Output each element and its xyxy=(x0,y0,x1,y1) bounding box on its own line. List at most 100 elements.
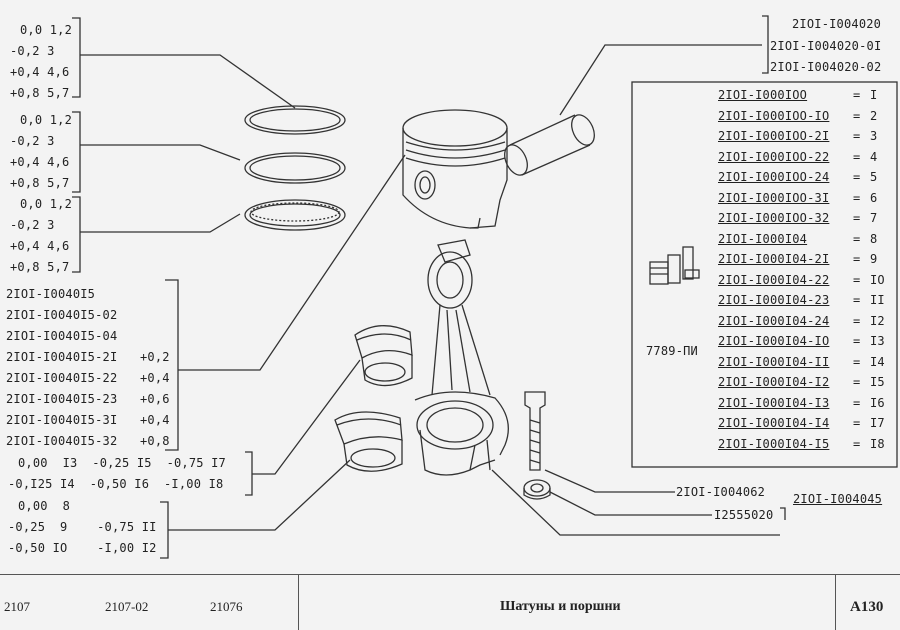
rod-bolt xyxy=(524,391,546,471)
kit-part-number: 2IOI-I000IOO-24 xyxy=(718,170,830,184)
ring-bracket-3 xyxy=(72,196,81,273)
bearing-size-row: -0,25 9 -0,75 II xyxy=(8,520,157,534)
bearing-size-row: -0,50 IO -I,00 I2 xyxy=(8,541,157,555)
piston-part-number: 2IOI-I0040I5-23 xyxy=(6,392,118,406)
ring-size-text: -0,2 3 xyxy=(10,218,55,232)
kit-part-number: 2IOI-I000I04-2I xyxy=(718,252,830,266)
kit-equals-sign: = xyxy=(853,293,861,307)
kit-equals-sign: = xyxy=(853,252,861,266)
ring-size-text: +0,4 4,6 xyxy=(10,65,70,79)
kit-item-number: I8 xyxy=(870,436,885,451)
kit-equals-sign: = xyxy=(853,88,861,102)
kit-item-number: I6 xyxy=(870,395,885,410)
connecting-rod xyxy=(414,239,509,476)
kit-part-number: 2IOI-I000IOO-3I xyxy=(718,190,830,205)
kit-part-number: 2IOI-I000I04-22 xyxy=(718,272,830,287)
kit-box xyxy=(631,81,898,468)
piston-oversize: +0,2 xyxy=(140,350,170,364)
piston-ring-oil xyxy=(244,199,346,231)
kit-item-number: I4 xyxy=(870,354,885,369)
kit-equals-sign: = xyxy=(853,190,861,205)
ring-size-text: +0,8 5,7 xyxy=(10,86,70,100)
model-label: 2107 xyxy=(4,599,30,614)
kit-part-number: 2IOI-I000IOO-2I xyxy=(718,129,830,143)
piston-part-number: 2IOI-I0040I5-32 xyxy=(6,434,118,448)
piston-part-number: 2IOI-I0040I5 xyxy=(6,287,96,301)
kit-item-number: 5 xyxy=(870,170,878,184)
piston-oversize: +0,6 xyxy=(140,392,170,406)
kit-equals-sign: = xyxy=(853,170,861,184)
kit-item-number: 3 xyxy=(870,129,878,143)
kit-item-number: I3 xyxy=(870,334,885,348)
kit-equals-sign: = xyxy=(853,395,861,410)
kit-part-number: 2IOI-I000IOO-22 xyxy=(718,149,830,164)
kit-part-number: 2IOI-I000I04-I5 xyxy=(718,436,830,451)
piston-part-number: 2IOI-I0040I5-2I xyxy=(6,350,118,364)
kit-part-number: 2IOI-I000I04-23 xyxy=(718,293,830,307)
kit-part-number: 2IOI-I000IOO-IO xyxy=(718,108,830,123)
kit-item-number: 9 xyxy=(870,252,878,266)
bearing-shell-upper xyxy=(354,325,413,387)
piston-ring-middle xyxy=(244,152,346,184)
kit-item-number: 4 xyxy=(870,149,878,164)
ring-size-text: -0,2 3 xyxy=(10,134,55,148)
model-label: 21076 xyxy=(210,599,243,614)
kit-equals-sign: = xyxy=(853,129,861,143)
piston-oversize: +0,4 xyxy=(140,413,170,427)
kit-item-number: I2 xyxy=(870,313,885,328)
kit-item-number: I5 xyxy=(870,375,885,389)
kit-icon xyxy=(649,246,700,285)
sheet-title: Шатуны и поршни xyxy=(500,599,621,614)
ring-size-text: 0,0 1,2 xyxy=(20,113,72,127)
kit-item-number: 7 xyxy=(870,211,878,225)
ring-bracket-1 xyxy=(72,17,81,98)
ring-size-text: -0,2 3 xyxy=(10,44,55,58)
rod-nut xyxy=(523,479,551,500)
kit-item-number: 8 xyxy=(870,231,878,246)
kit-part-number: 2IOI-I000IOO xyxy=(718,88,808,102)
piston-part-number: 2IOI-I0040I5-02 xyxy=(6,308,118,322)
title-block: 2107 2107-02 21076 Шатуны и поршни A130 xyxy=(0,574,900,630)
kit-item-number: I7 xyxy=(870,416,885,430)
kit-item-number: 2 xyxy=(870,108,878,123)
exploded-view-drawing xyxy=(72,15,898,559)
kit-equals-sign: = xyxy=(853,313,861,328)
ring-size-text: +0,4 4,6 xyxy=(10,155,70,169)
ring-size-text: +0,8 5,7 xyxy=(10,260,70,274)
ring-bracket-2 xyxy=(72,111,81,193)
nut-part-number: I2555020 xyxy=(714,508,774,522)
pin-part-number: 2IOI-I004020-0I xyxy=(770,39,882,53)
piston-part-number: 2IOI-I0040I5-3I xyxy=(6,413,118,427)
piston xyxy=(402,109,508,229)
model-label: 2107-02 xyxy=(105,599,149,614)
sheet-number: A130 xyxy=(850,599,884,615)
kit-equals-sign: = xyxy=(853,436,861,451)
pin-part-number: 2IOI-I004020-02 xyxy=(770,60,882,74)
kit-part-number: 2IOI-I000I04-IO xyxy=(718,334,830,348)
ring-size-text: +0,8 5,7 xyxy=(10,176,70,190)
kit-equals-sign: = xyxy=(853,108,861,123)
ring-size-text: +0,4 4,6 xyxy=(10,239,70,253)
ring-size-text: 0,0 1,2 xyxy=(20,197,72,211)
ring-size-text: 0,0 1,2 xyxy=(20,23,72,37)
bearing-size-row: -0,I25 I4 -0,50 I6 -I,00 I8 xyxy=(8,477,224,491)
piston-part-number: 2IOI-I0040I5-22 xyxy=(6,371,118,385)
kit-equals-sign: = xyxy=(853,334,861,348)
piston-oversize: +0,8 xyxy=(140,434,170,448)
kit-part-number: 2IOI-I000I04-I4 xyxy=(718,416,830,430)
piston-part-number: 2IOI-I0040I5-04 xyxy=(6,329,118,343)
piston-ring-top xyxy=(244,105,346,135)
bearing-size-row: 0,00 I3 -0,25 I5 -0,75 I7 xyxy=(18,456,226,470)
rod-part-number: 2IOI-I004045 xyxy=(793,492,883,506)
piston-pin xyxy=(504,114,595,176)
kit-part-number: 2IOI-I000I04-II xyxy=(718,354,830,369)
bearing-shell-lower xyxy=(334,411,403,472)
kit-part-number: 2IOI-I000I04-I2 xyxy=(718,375,830,389)
kit-item-number: IO xyxy=(870,272,885,287)
piston-oversize: +0,4 xyxy=(140,371,170,385)
kit-part-number: 2IOI-I000I04 xyxy=(718,231,808,246)
bolt-part-number: 2IOI-I004062 xyxy=(676,485,766,499)
pin-part-number: 2IOI-I004020 xyxy=(792,17,882,31)
kit-equals-sign: = xyxy=(853,272,861,287)
